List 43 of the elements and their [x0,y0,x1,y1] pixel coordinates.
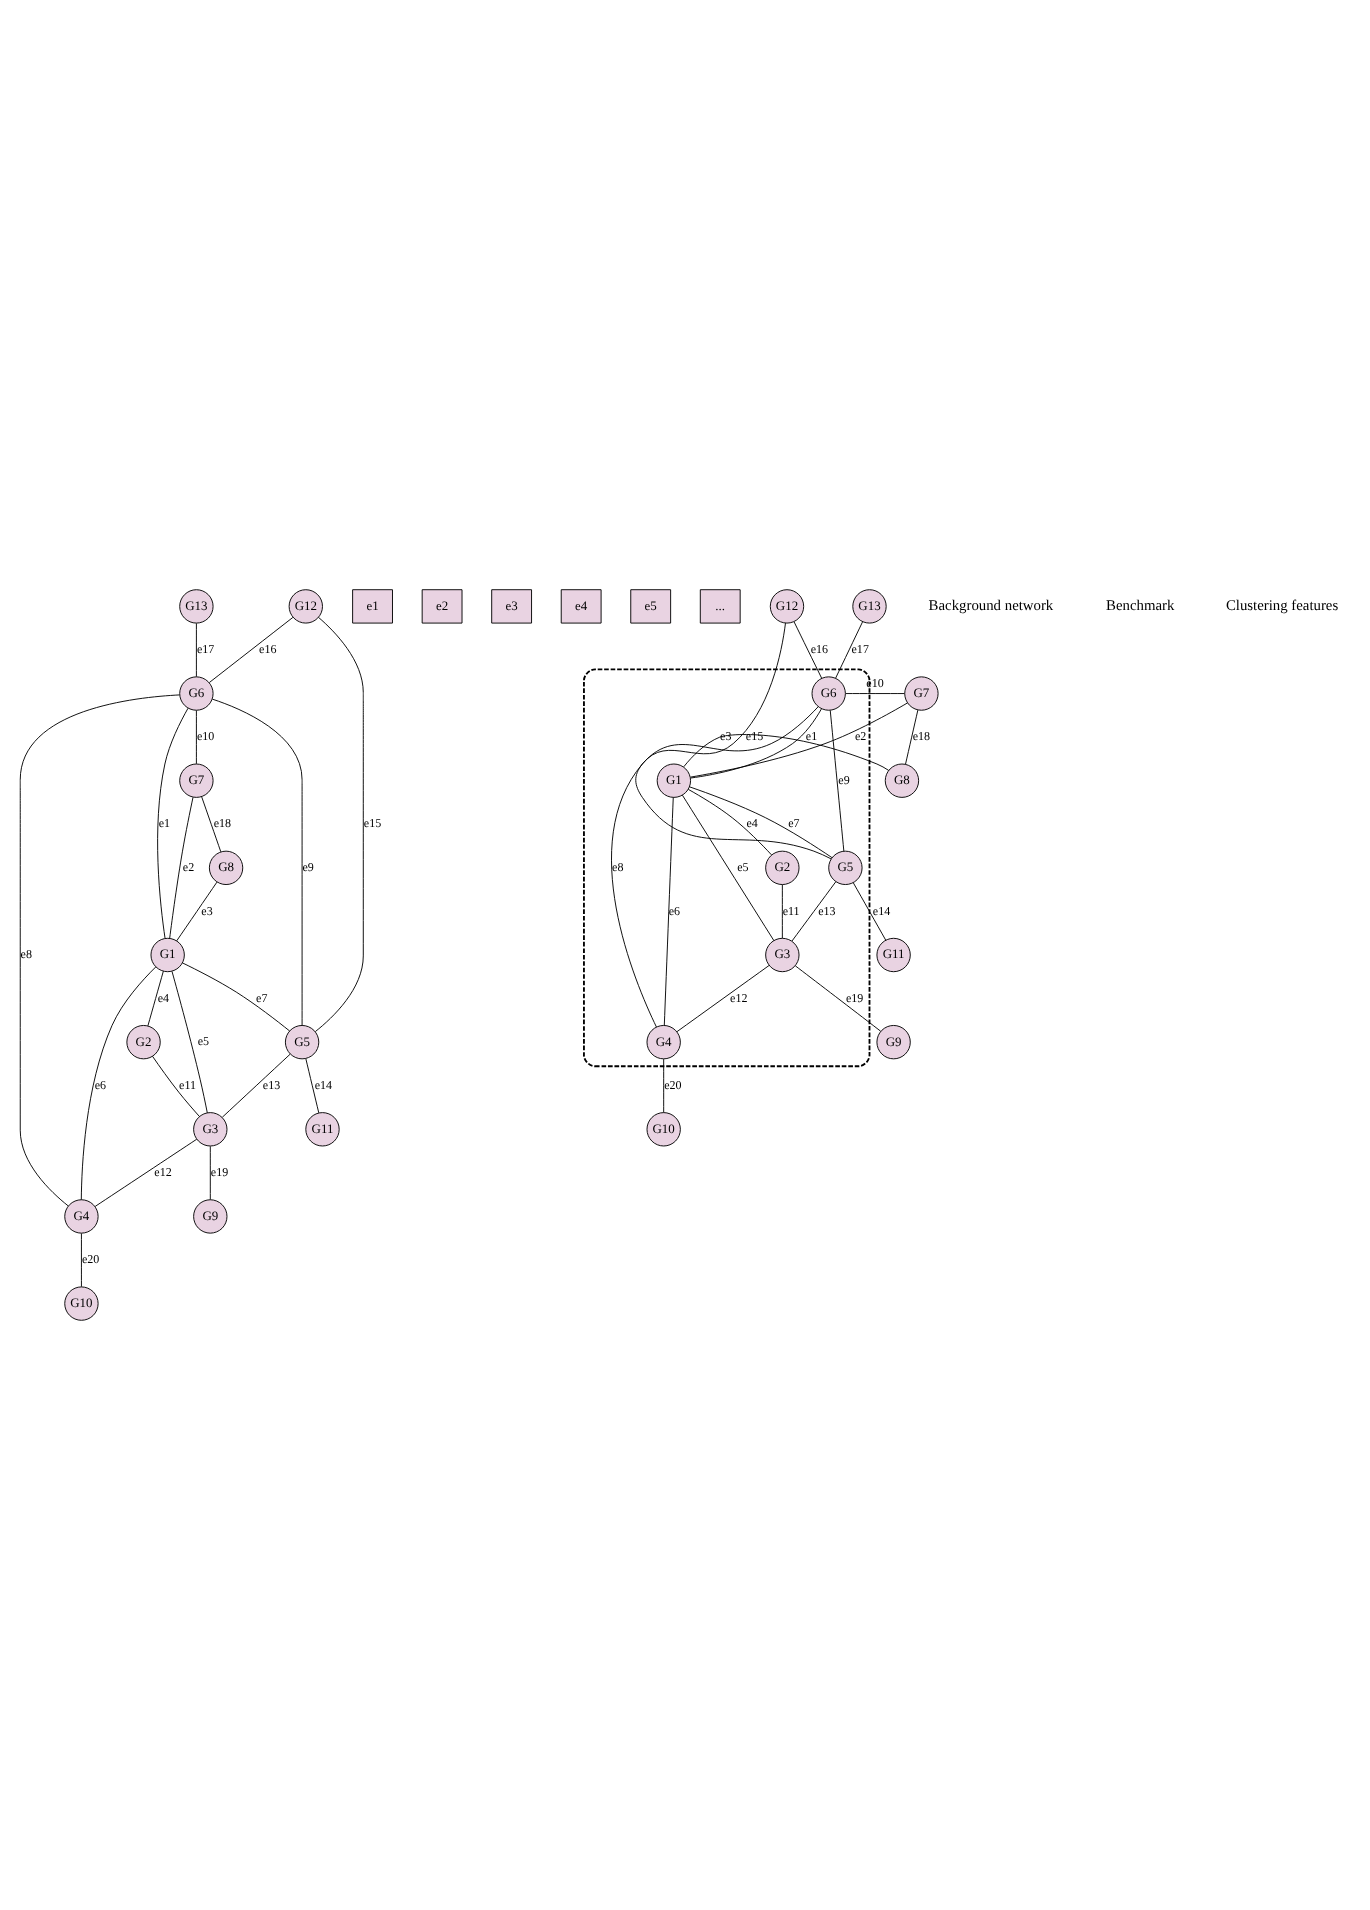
connector [794,965,882,1032]
connector [152,1055,200,1118]
connector [147,970,164,1027]
connector [687,788,772,856]
connector [689,786,833,859]
connector [683,734,890,771]
connector [201,796,222,853]
connector [157,707,189,939]
label: Benchmark [1106,595,1175,614]
connector [195,710,197,765]
connector [852,882,887,941]
connector [829,709,845,852]
connector [611,706,819,1028]
connector [681,794,775,942]
connector [171,970,208,1114]
label: Clustering features [1225,595,1339,614]
connector [19,694,180,1207]
connector [676,964,770,1033]
connector [305,1058,320,1114]
connector [793,621,823,679]
connector [905,709,919,765]
connector [169,796,194,939]
connector [690,708,822,779]
connector [791,881,837,942]
connector [182,962,291,1032]
connector [845,693,905,694]
connector [80,1232,82,1288]
connector [176,881,218,942]
connector [835,621,864,679]
connector [221,1053,291,1118]
connector [635,622,832,860]
label: Background network [928,595,1054,614]
connector [212,698,303,1026]
connector [781,884,783,939]
connector [663,1058,665,1113]
connector [690,702,908,778]
connector [314,616,364,1033]
connector [80,966,157,1201]
connector [94,1138,198,1207]
connector [209,1145,211,1200]
connector [663,797,674,1026]
connector [195,622,197,678]
connector [208,616,294,683]
